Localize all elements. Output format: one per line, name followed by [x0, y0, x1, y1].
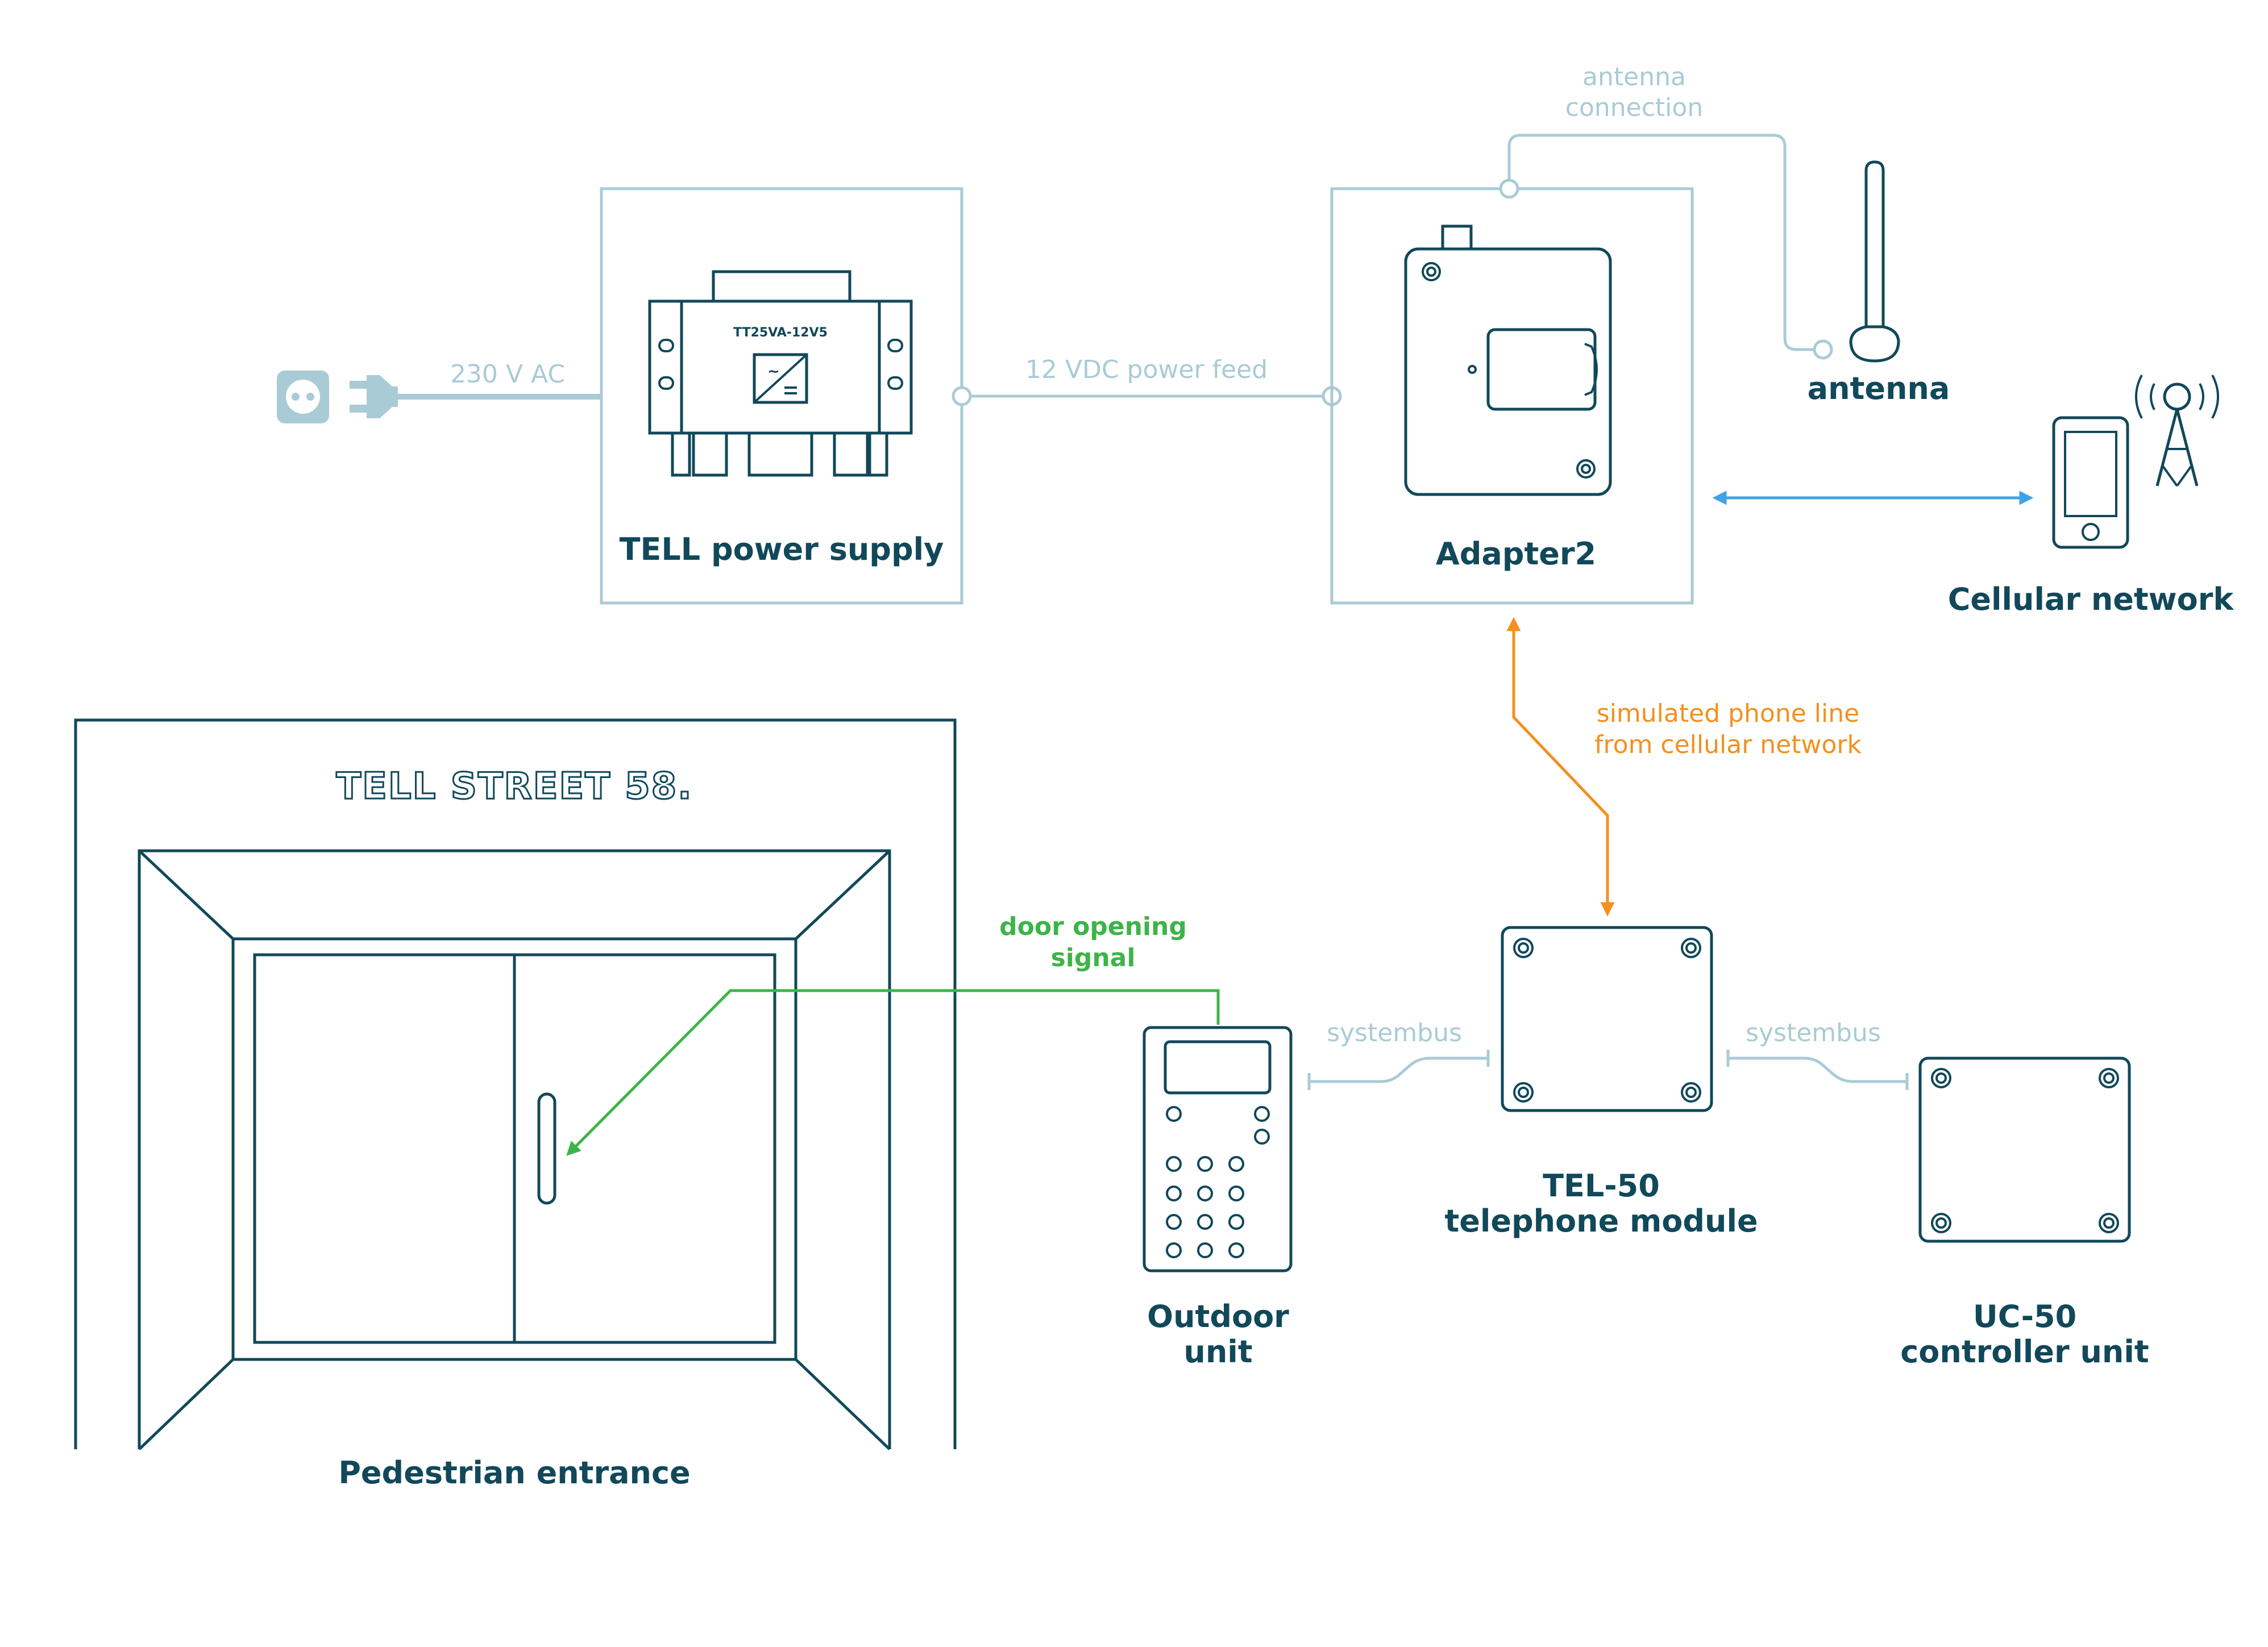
adapter-label: Adapter2 — [1436, 536, 1596, 572]
uc50-module-icon — [1918, 1057, 2131, 1243]
street-sign: TELL STREET 58. — [337, 766, 693, 808]
cell-tower-icon — [2135, 375, 2219, 487]
door-signal-label-line1: door opening — [999, 912, 1187, 941]
systembus-left-line — [1309, 1057, 1488, 1083]
power-feed-label: 12 VDC power feed — [1025, 355, 1268, 384]
tel50-label-line2: telephone module — [1444, 1203, 1758, 1239]
antenna-cable — [1507, 134, 1822, 351]
antenna-icon — [1849, 160, 1900, 363]
tel50-label-line1: TEL-50 — [1543, 1168, 1660, 1204]
outdoor-unit-label-line2: unit — [1183, 1334, 1252, 1370]
power-plug-icon — [350, 375, 398, 418]
entrance-label: Pedestrian entrance — [338, 1455, 690, 1491]
door-signal-arrow — [566, 989, 1220, 1156]
simulated-line-label-line2: from cellular network — [1594, 730, 1862, 759]
adapter-antenna-port — [1499, 178, 1519, 199]
power-supply-label: TELL power supply — [620, 531, 944, 567]
tel50-module-icon — [1501, 926, 1713, 1112]
antenna-port — [1813, 339, 1833, 360]
door-signal-label-line2: signal — [1051, 943, 1136, 972]
antenna-connection-label-line2: connection — [1565, 93, 1703, 122]
systembus-left-label: systembus — [1327, 1018, 1462, 1047]
entrance-building-icon — [74, 718, 957, 1450]
ac-voltage-label: 230 V AC — [450, 360, 565, 389]
cellular-network-label: Cellular network — [1948, 581, 2234, 617]
power-supply-device-icon: ~ — [648, 270, 913, 477]
adapter-device-icon — [1404, 224, 1612, 496]
systembus-right-line — [1728, 1057, 1907, 1083]
door-handle-icon — [537, 1092, 556, 1205]
uc50-label-line2: controller unit — [1900, 1334, 2149, 1370]
antenna-connection-label-line1: antenna — [1582, 63, 1686, 92]
uc50-label-line1: UC-50 — [1973, 1299, 2076, 1334]
simulated-phone-line-arrow — [1506, 617, 1615, 917]
outdoor-keypad-icon — [1143, 1026, 1293, 1272]
svg-text:~: ~ — [767, 363, 780, 380]
antenna-label: antenna — [1808, 371, 1950, 406]
smartphone-icon — [2052, 416, 2129, 549]
power-supply-port — [952, 386, 972, 406]
power-supply-model-label: TT25VA-12V5 — [733, 326, 828, 340]
power-socket-icon — [277, 371, 329, 423]
outdoor-unit-label-line1: Outdoor — [1147, 1299, 1289, 1334]
simulated-line-label-line1: simulated phone line — [1597, 699, 1859, 728]
systembus-right-label: systembus — [1746, 1018, 1881, 1047]
